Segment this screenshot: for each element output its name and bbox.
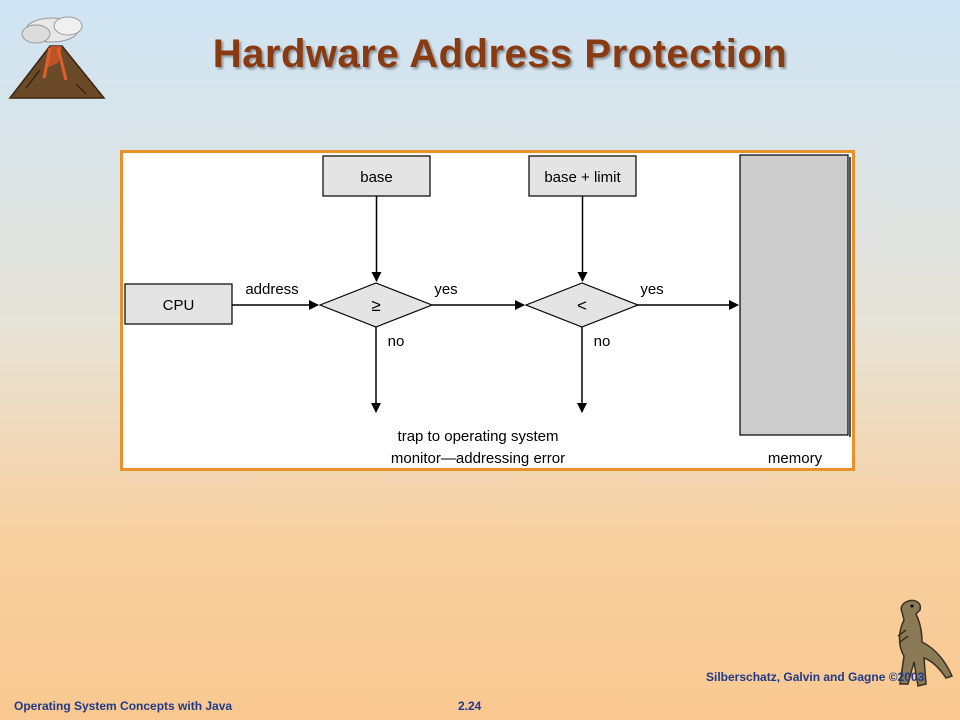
base-limit-box — [528, 155, 637, 197]
cpu-label: CPU — [163, 297, 195, 314]
address-label: address — [245, 281, 298, 298]
base-box — [322, 155, 431, 197]
slide-title: Hardware Address Protection — [212, 32, 788, 76]
footer-slide-number: 2.24 — [458, 699, 482, 713]
memory-label: memory — [768, 450, 823, 467]
footer-authors: Silberschatz, Galvin and Gagne ©2003 — [706, 670, 925, 684]
base-label: base — [360, 169, 393, 186]
trap-label-line2: monitor—addressing error — [391, 450, 565, 467]
dinosaur-mascot-icon — [876, 596, 956, 696]
diagram-frame — [120, 150, 855, 471]
yes-label-1: yes — [434, 281, 457, 298]
address-protection-diagram: base base + limit CPU memory ≥ < address… — [120, 150, 856, 477]
base-limit-label: base + limit — [544, 169, 621, 186]
memory-block — [739, 154, 849, 436]
compare-lt-symbol: < — [577, 296, 587, 315]
yes-label-2: yes — [640, 281, 663, 298]
no-label-1: no — [388, 333, 405, 350]
volcano-logo-icon — [6, 8, 106, 108]
compare-ge-symbol: ≥ — [371, 296, 380, 315]
trap-label-line1: trap to operating system — [398, 428, 559, 445]
footer-course-title: Operating System Concepts with Java — [14, 699, 233, 713]
no-label-2: no — [594, 333, 611, 350]
cpu-box — [124, 283, 233, 325]
